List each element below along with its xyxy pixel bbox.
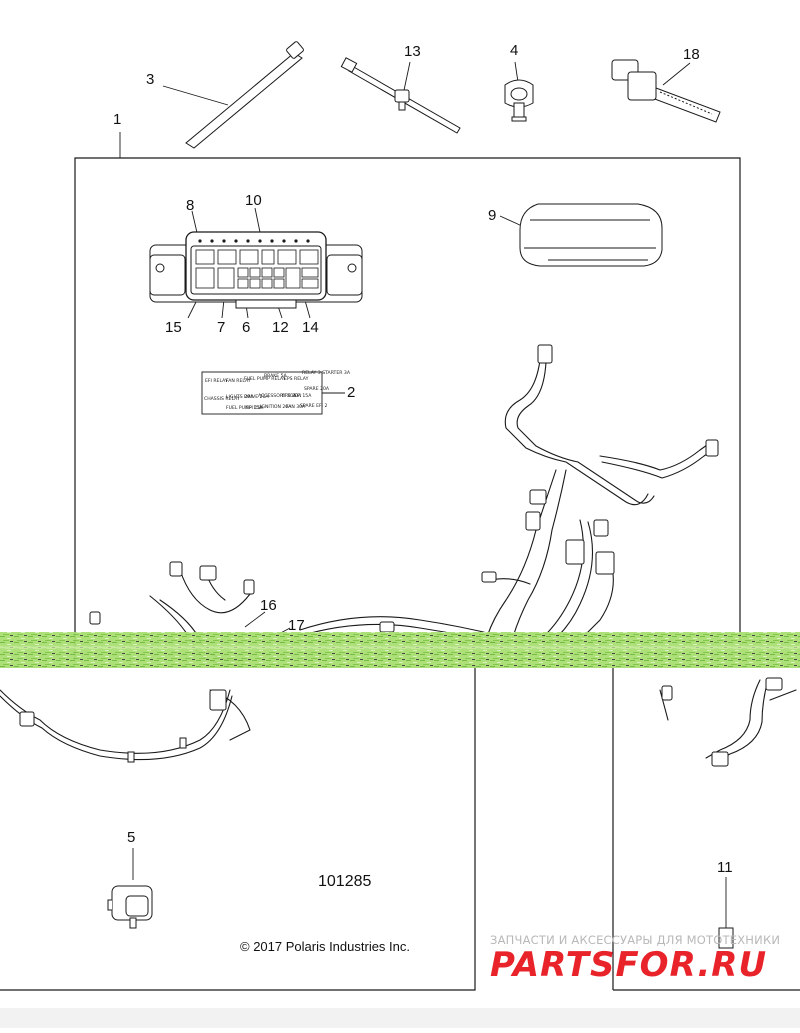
callout-7: 7 bbox=[217, 319, 226, 336]
fuse-label-cell: LIGHTS 20A bbox=[226, 394, 254, 400]
callout-1: 1 bbox=[113, 111, 122, 128]
fuse-label-cell: FUEL PUMP 15A bbox=[226, 405, 263, 411]
fuse-label-cell: EFI 15A bbox=[294, 393, 312, 399]
callout-18: 18 bbox=[683, 46, 700, 63]
push-mount-tie bbox=[340, 57, 461, 134]
diagram-number: 101285 bbox=[318, 873, 372, 890]
callout-14: 14 bbox=[302, 319, 319, 336]
leader-lines bbox=[119, 61, 727, 935]
harness-outline-frame bbox=[0, 157, 800, 991]
cable-tie-long bbox=[185, 41, 304, 149]
watermark-logo-text: PARTSFOR.RU bbox=[490, 945, 767, 985]
edge-clip-tie bbox=[611, 59, 721, 123]
fuse-label-cell: EFI 15A bbox=[246, 405, 264, 411]
fuse-label-cell: SPARE EFI 2 bbox=[300, 403, 327, 409]
fuse-label-cell: DRIVE 20A bbox=[244, 394, 269, 400]
callout-15: 15 bbox=[165, 319, 182, 336]
wire-harness bbox=[0, 359, 797, 763]
callout-6: 6 bbox=[242, 319, 251, 336]
harness-connectors bbox=[19, 344, 783, 767]
fuse-label-cell: FAN RELAY bbox=[226, 378, 251, 384]
callout-4: 4 bbox=[510, 42, 519, 59]
watermark-tagline: ЗАПЧАСТИ И АКСЕССУАРЫ ДЛЯ МОТОТЕХНИКИ bbox=[490, 933, 781, 947]
callout-2: 2 bbox=[347, 384, 356, 401]
fuse-label-decal: EFI RELAY FAN RELAY FUEL PUMP RELAY BRAK… bbox=[201, 370, 351, 415]
callout-10: 10 bbox=[245, 192, 262, 209]
scan-noise-band bbox=[0, 632, 800, 1028]
callout-3: 3 bbox=[146, 71, 155, 88]
fuse-label-cell: RELAY 3 STARTER 3A bbox=[302, 370, 351, 376]
fuse-label-cell: BRAKE 5A bbox=[264, 373, 288, 379]
callout-9: 9 bbox=[488, 207, 497, 224]
fuse-label-cell: FUEL PUMP RELAY bbox=[244, 376, 286, 382]
watermark-logo: PARTSFOR.RU bbox=[490, 945, 767, 985]
callout-17: 17 bbox=[288, 617, 305, 634]
fuse-label-cell: EPS RELAY bbox=[284, 376, 309, 382]
fuse-box bbox=[149, 231, 363, 309]
connector-part bbox=[107, 885, 153, 929]
fuse-label-cell: SPARE 20A bbox=[304, 386, 330, 392]
callout-16: 16 bbox=[260, 597, 277, 614]
fuse-box-cover bbox=[519, 203, 663, 267]
callout-12: 12 bbox=[272, 319, 289, 336]
copyright-notice: © 2017 Polaris Industries Inc. bbox=[240, 939, 410, 954]
callout-8: 8 bbox=[186, 197, 195, 214]
small-part-11 bbox=[718, 927, 734, 949]
fuse-label-cell: ACCESSORY 20A bbox=[258, 393, 297, 399]
fuse-label-cell: CHASSIS RELAY bbox=[204, 396, 240, 402]
fuse-label-row1: EFI RELAY bbox=[205, 378, 228, 384]
callout-11: 11 bbox=[717, 859, 733, 876]
fuse-label-cell: EPS 20A bbox=[282, 393, 302, 399]
callout-5: 5 bbox=[127, 829, 136, 846]
harness-clip bbox=[504, 79, 534, 122]
fuse-label-cell: FAN 30A bbox=[286, 404, 306, 410]
callout-13: 13 bbox=[404, 43, 421, 60]
fuse-label-cell: IGNITION 20A bbox=[260, 404, 292, 410]
